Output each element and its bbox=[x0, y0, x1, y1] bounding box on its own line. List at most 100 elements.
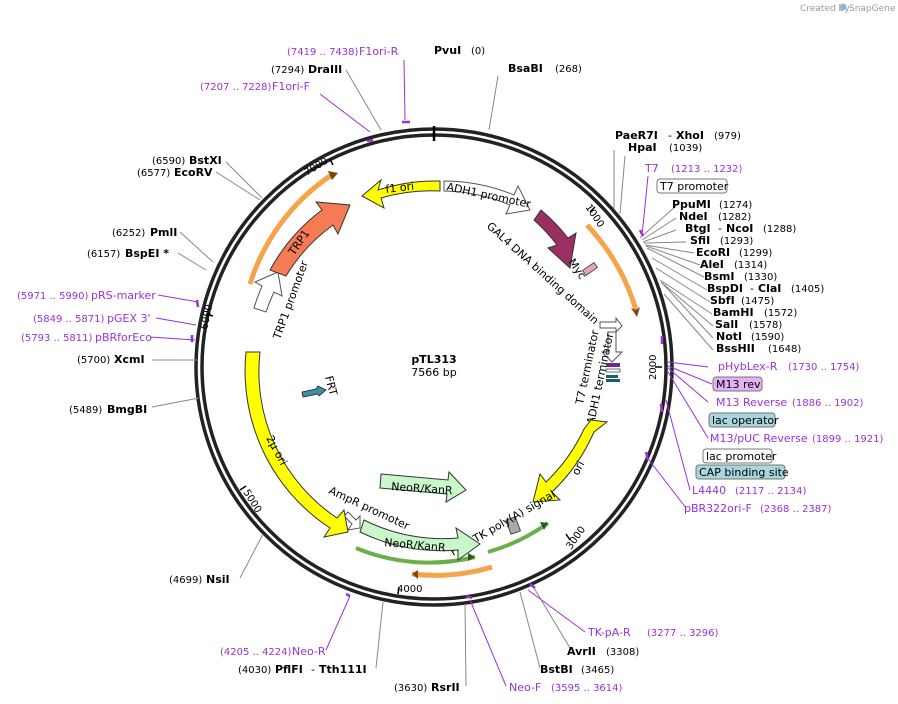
primer-m13-reverse-pos: (1886 .. 1902) bbox=[792, 398, 864, 409]
enzyme-xhoi-dash: - bbox=[668, 129, 672, 142]
primer-l4440: L4440 bbox=[692, 484, 726, 497]
primer-tk-pa-r: TK-pA-R bbox=[587, 626, 631, 639]
enzyme-bspdi: BspDI bbox=[707, 282, 743, 295]
snapgene-logo-icon bbox=[839, 3, 847, 11]
feature-ori bbox=[532, 419, 609, 503]
tick-label-2000: 2000 bbox=[648, 355, 659, 380]
primer-pbrforeco-pos: (5793 .. 5811) bbox=[21, 333, 93, 344]
enzyme-avrii-pos: (3308) bbox=[606, 647, 639, 658]
primer-t7: T7 bbox=[644, 162, 659, 175]
myc-label: Myc bbox=[566, 256, 589, 282]
primer-neo-f-pos: (3595 .. 3614) bbox=[551, 683, 623, 694]
enzyme-bsabi-pos: (268) bbox=[555, 64, 582, 75]
box-cap-binding-site bbox=[695, 464, 786, 480]
primer-f1ori-r-pos: (7419 .. 7438) bbox=[287, 47, 359, 58]
enzyme-pmli: PmlI bbox=[150, 226, 177, 239]
neo-orf-arrowhead bbox=[468, 553, 475, 561]
feature-lac-operator bbox=[606, 375, 618, 378]
neor-outer-label: NeoR/KanR bbox=[384, 536, 447, 554]
primer-pbr322ori-f-pos: (2368 .. 2387) bbox=[760, 504, 832, 515]
primer-pbr322ori-f: pBR322ori-F bbox=[684, 502, 752, 515]
neor-inner-label: NeoR/KanR bbox=[391, 480, 454, 497]
orf-arrowhead bbox=[631, 307, 640, 317]
enzyme-pflfi: PflFI bbox=[275, 663, 303, 676]
box-m13-rev bbox=[712, 376, 763, 392]
feature-ampr-promoter bbox=[343, 511, 361, 531]
enzyme-ndei-pos: (1282) bbox=[718, 212, 751, 223]
primer-t7-pos: (1213 .. 1232) bbox=[671, 164, 743, 175]
primer-f1ori-f-pos: (7207 .. 7228) bbox=[200, 82, 272, 93]
primer-prs-marker-pos: (5971 .. 5990) bbox=[17, 291, 89, 302]
ori-label: ori bbox=[569, 459, 587, 478]
feature-2mu-ori bbox=[244, 351, 349, 538]
feature-trp1-promoter bbox=[253, 271, 283, 313]
box-lac-operator bbox=[708, 412, 776, 428]
orf-arc-neo bbox=[411, 564, 493, 578]
enzyme-btgi: BtgI bbox=[685, 222, 711, 235]
primer-l4440-pos: (2117 .. 2134) bbox=[735, 486, 807, 497]
enzyme-draiii: DraIII bbox=[308, 63, 342, 76]
enzyme-bsmi: BsmI bbox=[704, 270, 735, 283]
primer-leader-lines bbox=[149, 59, 713, 687]
tick-label-4000: 4000 bbox=[397, 584, 422, 595]
feature-neor-outer bbox=[359, 519, 481, 561]
enzyme-clai-dash: - bbox=[750, 282, 754, 295]
enzyme-bsshii: BssHII bbox=[716, 342, 755, 355]
enzyme-draiii-pos: (7294) bbox=[271, 65, 304, 76]
enzyme-paer7i-pos: (979) bbox=[714, 131, 741, 142]
plasmid-size: 7566 bp bbox=[411, 366, 456, 379]
feature-t7-terminator bbox=[599, 316, 623, 334]
primer-neo-f: Neo-F bbox=[509, 681, 541, 694]
enzyme-clai: ClaI bbox=[758, 282, 781, 295]
feature-adh1-promoter bbox=[443, 180, 531, 215]
feature-myc bbox=[581, 261, 599, 277]
primer-m13-puc-reverse-pos: (1899 .. 1921) bbox=[812, 434, 884, 445]
orf-arc-trp1 bbox=[247, 173, 332, 285]
enzyme-bstbi: BstBI bbox=[540, 663, 573, 676]
enzyme-tth111i: Tth111I bbox=[319, 663, 367, 676]
enzyme-alei: AleI bbox=[700, 258, 724, 271]
label-t7-promoter: T7 promoter bbox=[659, 180, 729, 193]
primer-phyblex-r-pos: (1730 .. 1754) bbox=[788, 362, 860, 373]
enzyme-bspei: BspEI * bbox=[125, 247, 169, 260]
box-lac-promoter bbox=[702, 448, 773, 464]
primer-pgex3-pos: (5849 .. 5871) bbox=[33, 314, 105, 325]
feature-f1-ori bbox=[361, 178, 441, 210]
enzyme-bsabi: BsaBI bbox=[508, 62, 543, 75]
enzyme-bspdi-pos: (1405) bbox=[791, 284, 824, 295]
orf-arc-gal4 bbox=[585, 223, 639, 311]
primer-f1ori-f: F1ori-F bbox=[272, 80, 310, 93]
label-lac-operator: lac operator bbox=[712, 414, 779, 427]
plasmid-name: pTL313 bbox=[411, 353, 456, 366]
label-lac-promoter: lac promoter bbox=[706, 450, 777, 463]
feature-hsv-tk-box bbox=[505, 516, 522, 535]
enzyme-bspei-pos: (6157) bbox=[87, 249, 120, 260]
feature-cap-site bbox=[606, 379, 620, 382]
enzyme-ecorv-pos: (6577) bbox=[137, 168, 170, 179]
enzyme-paer7i: PaeR7I bbox=[615, 129, 658, 142]
enzyme-nsii: NsiI bbox=[206, 573, 230, 586]
enzyme-hpai-pos: (1039) bbox=[669, 143, 702, 154]
credit-created-by: Created by bbox=[800, 4, 850, 14]
feature-phyblex bbox=[606, 363, 620, 367]
primer-f1ori-r: F1ori-R bbox=[359, 45, 399, 58]
enzyme-bsshii-pos: (1648) bbox=[768, 344, 801, 355]
enzyme-sfii: SfiI bbox=[690, 234, 710, 247]
enzyme-sbfi-pos: (1475) bbox=[741, 296, 774, 307]
feature-adh1-terminator bbox=[600, 331, 624, 363]
enzyme-bstxi-pos: (6590) bbox=[152, 156, 185, 167]
enzyme-ecorv: EcoRV bbox=[174, 166, 213, 179]
leader-lines bbox=[151, 69, 714, 687]
enzyme-xhoi: XhoI bbox=[676, 129, 704, 142]
enzyme-xcmi-pos: (5700) bbox=[77, 355, 110, 366]
label-cap-binding-site: CAP binding site bbox=[699, 466, 789, 479]
primer-prs-marker: pRS-marker bbox=[91, 289, 156, 302]
enzyme-sali-pos: (1578) bbox=[749, 320, 782, 331]
enzyme-alei-pos: (1314) bbox=[734, 260, 767, 271]
feature-neor-inner bbox=[379, 470, 467, 503]
enzyme-ecori: EcoRI bbox=[696, 246, 730, 259]
primer-tk-pa-r-pos: (3277 .. 3296) bbox=[647, 628, 719, 639]
credit-brand: SnapGene bbox=[849, 4, 896, 14]
enzyme-nsii-pos: (4699) bbox=[169, 575, 202, 586]
